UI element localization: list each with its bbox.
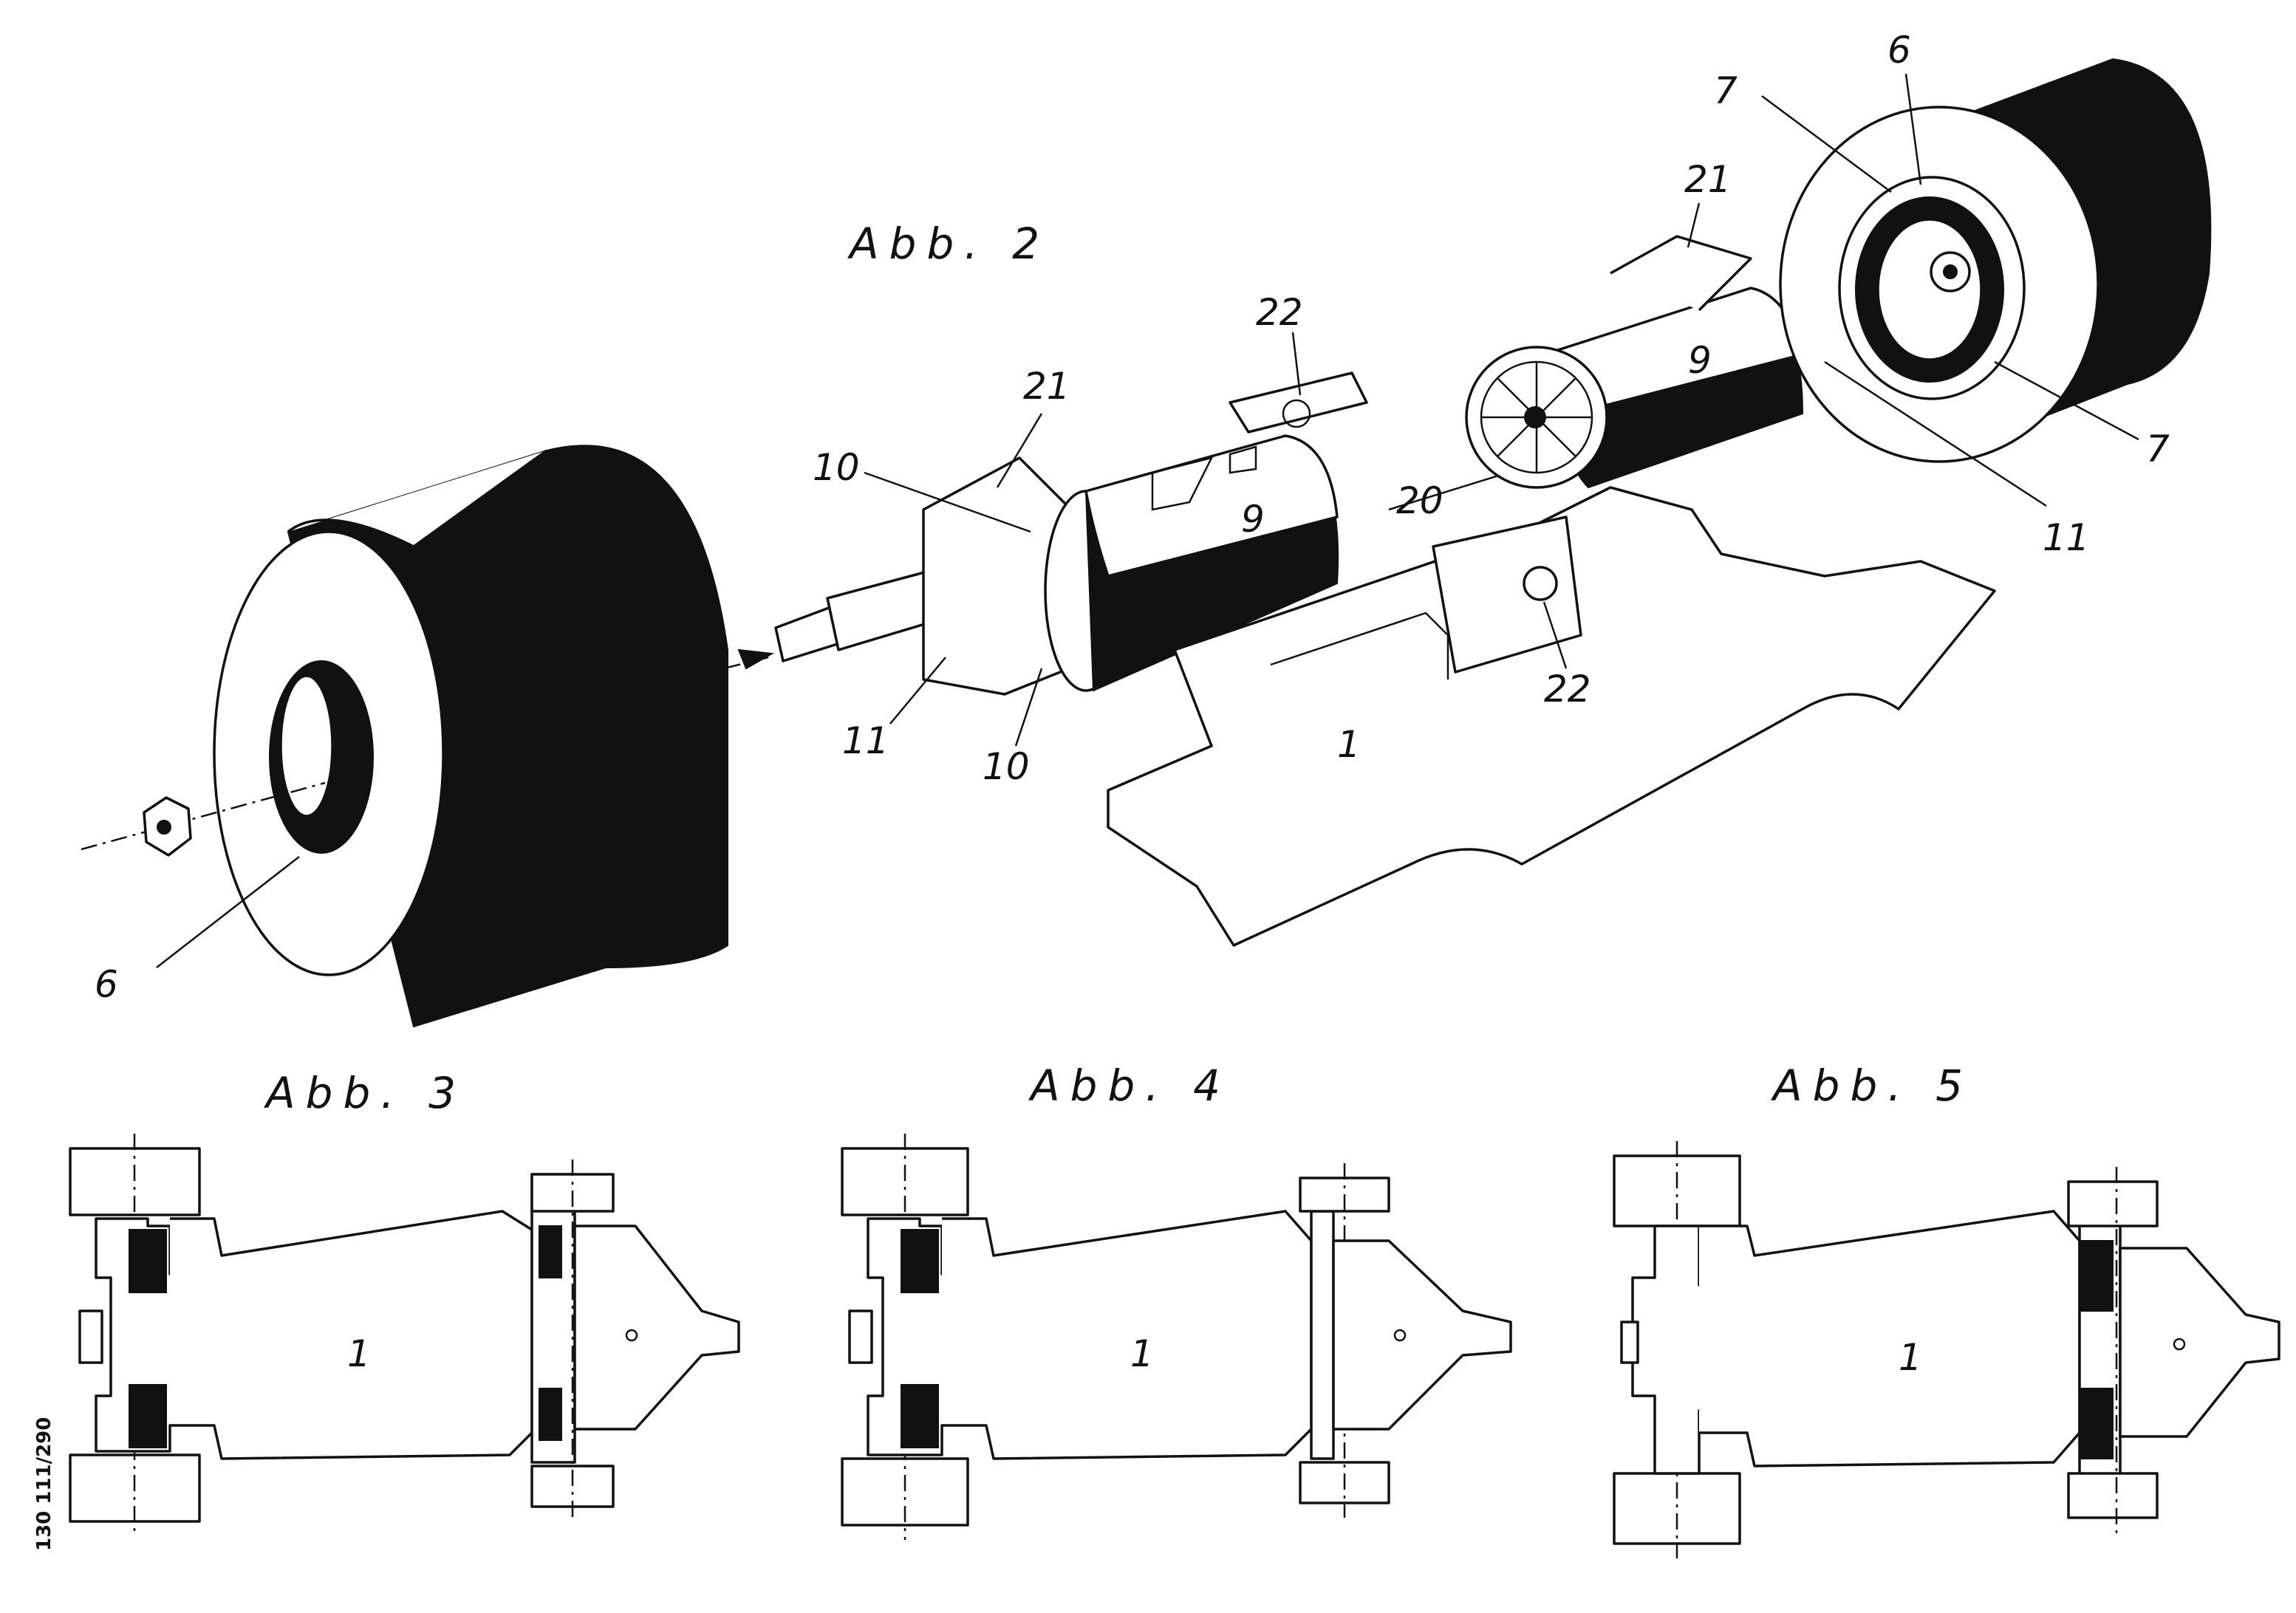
ref-11-left: 11 <box>842 719 889 762</box>
ref-6-left: 6 <box>95 963 118 1006</box>
ref-11-right: 11 <box>2043 516 2090 559</box>
ref-7-top: 7 <box>1714 69 1738 112</box>
ref-20: 20 <box>1396 479 1443 522</box>
abb3-motor-bottom <box>129 1385 166 1448</box>
ref-10-upper: 10 <box>813 446 860 489</box>
document-code: 130 111/290 <box>33 1417 55 1551</box>
abb3-body-label: 1 <box>347 1332 371 1375</box>
abb4-body-label: 1 <box>1130 1332 1154 1375</box>
abb5-front-wheel-top <box>2068 1182 2157 1226</box>
ref-1: 1 <box>1337 723 1361 766</box>
ref-22-top: 22 <box>1256 291 1303 334</box>
ref-6-right: 6 <box>1887 29 1911 72</box>
hex-nut <box>144 798 191 855</box>
ref-22-bottom: 22 <box>1544 668 1591 710</box>
right-wheel <box>1780 59 2210 462</box>
figure-title-abb5: Abb. 5 <box>1770 1061 1973 1111</box>
figure-abb5: Abb. 5 1 <box>1614 1061 2279 1558</box>
ref-21-right: 21 <box>1684 158 1732 201</box>
figure-abb4: Abb. 4 1 <box>842 1061 1511 1540</box>
ring-gear-inner <box>1878 219 1981 360</box>
figure-abb2: Abb. 2 <box>81 29 2210 1027</box>
abb4-motor-top <box>901 1230 938 1292</box>
left-wheel <box>81 445 772 1027</box>
figure-abb3: Abb. 3 1 <box>70 1068 739 1536</box>
ref-9-left: 9 <box>1241 498 1265 541</box>
figure-title-abb3: Abb. 3 <box>263 1068 466 1118</box>
figure-title-abb2: Abb. 2 <box>847 219 1050 269</box>
abb4-motor-bottom <box>901 1385 938 1448</box>
ref-9-right: 9 <box>1688 339 1712 382</box>
abb5-body-label: 1 <box>1899 1336 1922 1379</box>
ref-7-right: 7 <box>2146 428 2170 470</box>
abb3-motor-top <box>129 1230 166 1292</box>
ref-10-lower: 10 <box>983 745 1030 788</box>
figure-title-abb4: Abb. 4 <box>1028 1061 1231 1111</box>
ref-21-left: 21 <box>1023 365 1070 408</box>
abb5-motor-top <box>2080 1241 2113 1311</box>
abb5-motor-bottom <box>2080 1388 2113 1459</box>
abb5-front-wheel-bottom <box>2068 1473 2157 1518</box>
assembly-arrow <box>739 650 772 668</box>
